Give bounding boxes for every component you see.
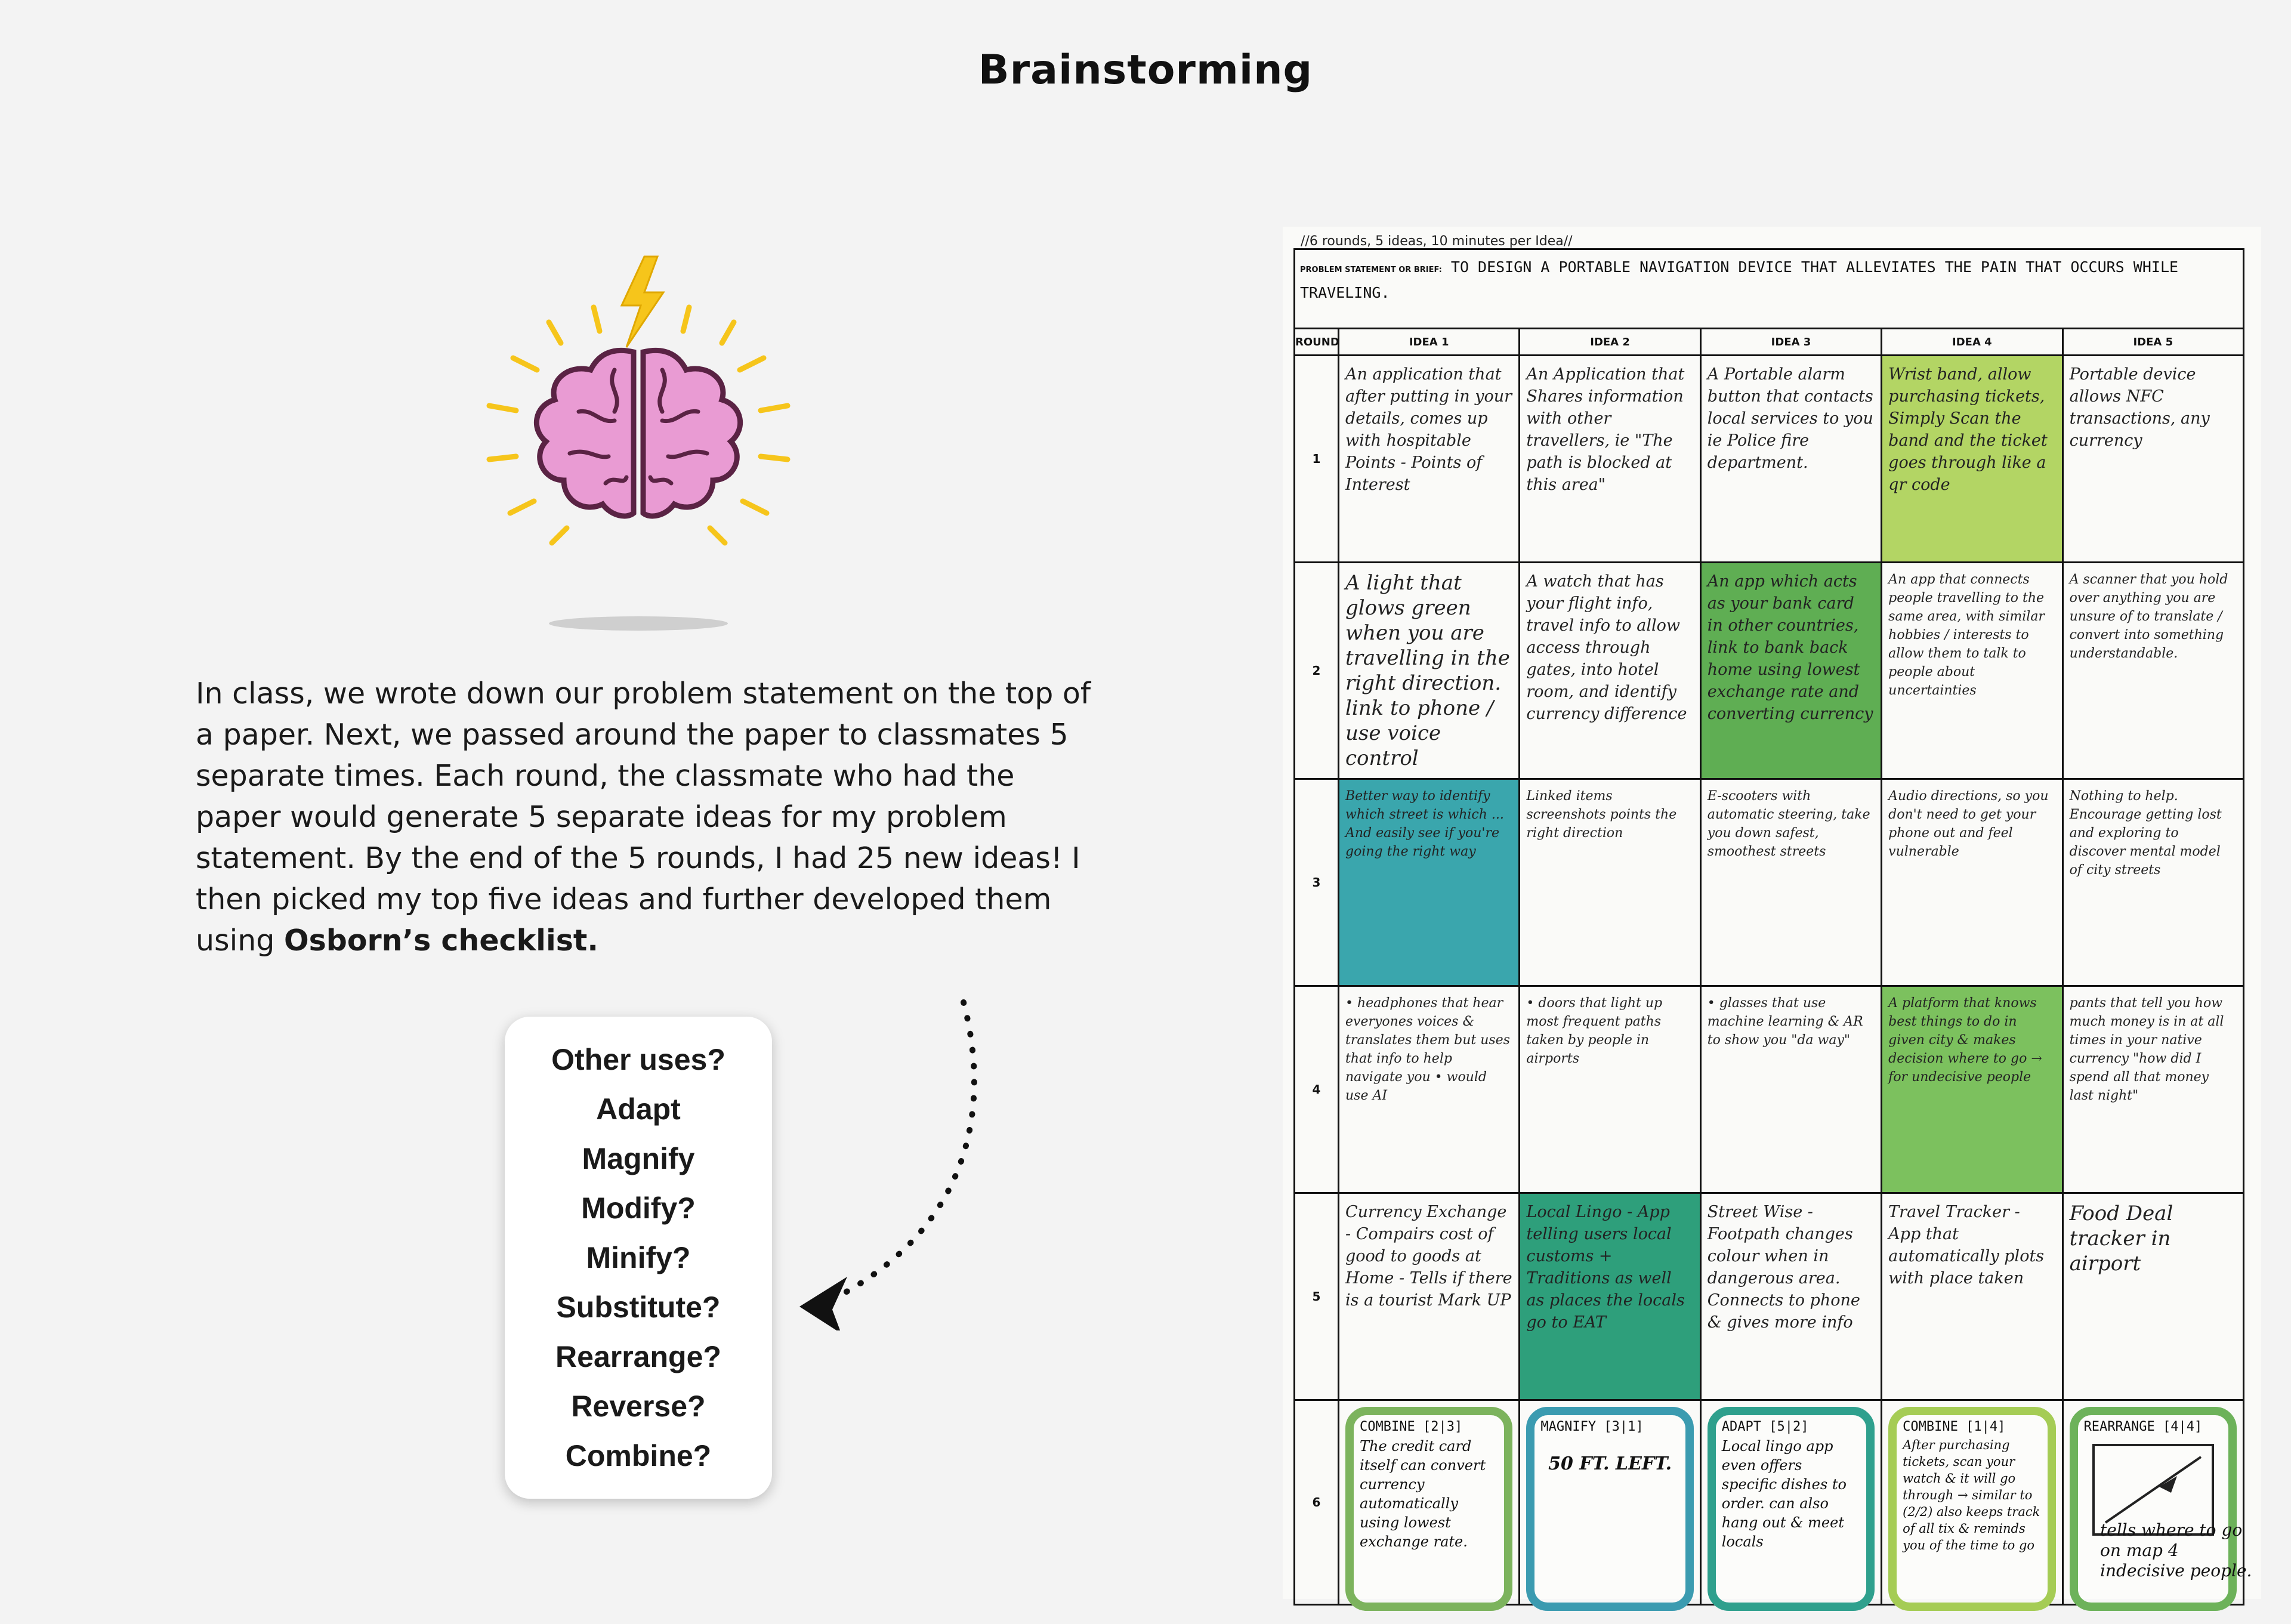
idea-header: IDEA 4 <box>1881 328 2064 356</box>
idea-cell: Wrist band, allow purchasing tickets, Si… <box>1881 354 2064 563</box>
idea-header: IDEA 5 <box>2061 328 2245 356</box>
developed-idea-cell: MAGNIFY [3|1] 50 FT. LEFT. <box>1518 1399 1702 1611</box>
intro-paragraph: In class, we wrote down our problem stat… <box>196 673 1097 961</box>
dotted-arrow <box>799 999 977 1330</box>
arrowhead-icon <box>799 1277 847 1330</box>
idea-cell: A scanner that you hold over anything yo… <box>2061 561 2245 780</box>
idea-cell: Food Deal tracker in airport <box>2061 1192 2245 1401</box>
developed-idea-text: Local lingo app even offers specific dis… <box>1721 1438 1847 1550</box>
developed-idea-cell: COMBINE [2|3] The credit card itself can… <box>1337 1399 1521 1611</box>
round-row-3: 3 Better way to identify which street is… <box>1293 778 2245 987</box>
round-row-2: 2 A light that glows green when you are … <box>1293 561 2245 780</box>
osborn-checklist-card: Other uses? Adapt Magnify Modify? Minify… <box>505 1017 772 1499</box>
developed-idea-heading: COMBINE [2|3] <box>1360 1419 1463 1434</box>
intro-text: In class, we wrote down our problem stat… <box>196 677 1091 958</box>
developed-idea-box: COMBINE [1|4] After purchasing tickets, … <box>1888 1407 2056 1611</box>
checklist-item-combine: Combine? <box>565 1438 712 1472</box>
idea-cell: • headphones that hear everyones voices … <box>1337 985 1521 1194</box>
idea-cell: Portable device allows NFC transactions,… <box>2061 354 2245 563</box>
brainstorm-grid: PROBLEM STATEMENT OR BRIEF: TO DESIGN A … <box>1293 248 2245 1611</box>
developed-idea-box: REARRANGE [4|4] <box>2069 1407 2237 1611</box>
idea-cell: E-scooters with automatic steering, take… <box>1699 778 1883 987</box>
checklist-item-modify: Modify? <box>581 1191 696 1225</box>
developed-idea-box: COMBINE [2|3] The credit card itself can… <box>1345 1407 1513 1611</box>
checklist-item-adapt: Adapt <box>596 1092 681 1126</box>
developed-idea-heading: MAGNIFY [3|1] <box>1540 1419 1644 1434</box>
idea-cell: Currency Exchange - Compairs cost of goo… <box>1337 1192 1521 1401</box>
round-row-5: 5 Currency Exchange - Compairs cost of g… <box>1293 1192 2245 1401</box>
round-row-4: 4 • headphones that hear everyones voice… <box>1293 985 2245 1194</box>
idea-cell: An Application that Shares information w… <box>1518 354 1702 563</box>
developed-idea-cell: COMBINE [1|4] After purchasing tickets, … <box>1881 1399 2064 1611</box>
checklist-item-minify: Minify? <box>586 1240 691 1274</box>
idea-cell: An app that connects people travelling t… <box>1881 561 2064 780</box>
idea-cell: An application that after putting in you… <box>1337 354 1521 563</box>
idea-cell: Local Lingo - App telling users local cu… <box>1518 1192 1702 1401</box>
page-title: Brainstorming <box>978 47 1313 94</box>
idea-cell: A watch that has your flight info, trave… <box>1518 561 1702 780</box>
checklist-item-reverse: Reverse? <box>571 1389 706 1423</box>
round-row-6: 6 COMBINE [2|3] The credit card itself c… <box>1293 1399 2245 1611</box>
idea-header: IDEA 1 <box>1337 328 1521 356</box>
developed-idea-cell: ADAPT [5|2] Local lingo app even offers … <box>1699 1399 1883 1611</box>
idea-cell: pants that tell you how much money is in… <box>2061 985 2245 1194</box>
round-row-1: 1 An application that after putting in y… <box>1293 354 2245 563</box>
sheet-note: //6 rounds, 5 ideas, 10 minutes per Idea… <box>1301 234 1573 249</box>
checklist-item-magnify: Magnify <box>582 1141 695 1175</box>
developed-idea-cell: REARRANGE [4|4] <box>2061 1399 2245 1611</box>
idea-cell: Travel Tracker - App that automatically … <box>1881 1192 2064 1401</box>
round-header: ROUND <box>1293 328 1339 356</box>
lightning-bolt-icon <box>620 255 665 348</box>
idea-cell: A light that glows green when you are tr… <box>1337 561 1521 780</box>
idea-cell: • glasses that use machine learning & AR… <box>1699 985 1883 1194</box>
idea-cell: Audio directions, so you don't need to g… <box>1881 778 2064 987</box>
problem-label: PROBLEM STATEMENT OR BRIEF: <box>1300 265 1442 274</box>
idea-cell: • doors that light up most frequent path… <box>1518 985 1702 1194</box>
problem-text: TO DESIGN A PORTABLE NAVIGATION DEVICE T… <box>1300 258 2179 301</box>
problem-statement: PROBLEM STATEMENT OR BRIEF: TO DESIGN A … <box>1293 248 2244 329</box>
idea-cell: A platform that knows best things to do … <box>1881 985 2064 1194</box>
round-number: 6 <box>1293 1399 1339 1606</box>
idea-cell: Linked items screenshots points the righ… <box>1518 778 1702 987</box>
glow-rays <box>486 304 791 546</box>
checklist-item-other-uses: Other uses? <box>551 1042 725 1076</box>
developed-idea-box: ADAPT [5|2] Local lingo app even offers … <box>1707 1407 1875 1611</box>
developed-idea-heading: ADAPT [5|2] <box>1721 1419 1809 1434</box>
developed-idea-heading: REARRANGE [4|4] <box>2083 1419 2203 1434</box>
checklist-item-rearrange: Rearrange? <box>555 1339 721 1373</box>
idea-cell: Street Wise - Footpath changes colour wh… <box>1699 1192 1883 1401</box>
brain-shadow <box>549 616 728 631</box>
checklist-item-substitute: Substitute? <box>556 1290 721 1324</box>
idea-cell: An app which acts as your bank card in o… <box>1699 561 1883 780</box>
bottom-annotation: tells where to go on map 4 indecisive pe… <box>2100 1520 2252 1580</box>
developed-idea-text: After purchasing tickets, scan your watc… <box>1903 1438 2040 1552</box>
developed-idea-box: MAGNIFY [3|1] 50 FT. LEFT. <box>1526 1407 1694 1611</box>
map-sketch-icon <box>2092 1444 2214 1536</box>
round-number: 5 <box>1293 1192 1339 1401</box>
idea-cell: Nothing to help. Encourage getting lost … <box>2061 778 2245 987</box>
round-number: 1 <box>1293 354 1339 563</box>
brain-illustration <box>465 251 811 632</box>
idea-header: IDEA 3 <box>1699 328 1883 356</box>
osborn-checklist-ref: Osborn’s checklist. <box>283 924 598 958</box>
round-number: 4 <box>1293 985 1339 1194</box>
brain-icon <box>486 255 791 631</box>
idea-cell: A Portable alarm button that contacts lo… <box>1699 354 1883 563</box>
developed-idea-text: The credit card itself can convert curre… <box>1360 1438 1486 1550</box>
round-number: 3 <box>1293 778 1339 987</box>
idea-header: IDEA 2 <box>1518 328 1702 356</box>
round-number-text: 6 <box>1312 1495 1321 1509</box>
idea-cell: Better way to identify which street is w… <box>1337 778 1521 987</box>
developed-idea-heading: COMBINE [1|4] <box>1903 1419 2006 1434</box>
round-number: 2 <box>1293 561 1339 780</box>
developed-idea-text: 50 FT. LEFT. <box>1548 1453 1672 1474</box>
